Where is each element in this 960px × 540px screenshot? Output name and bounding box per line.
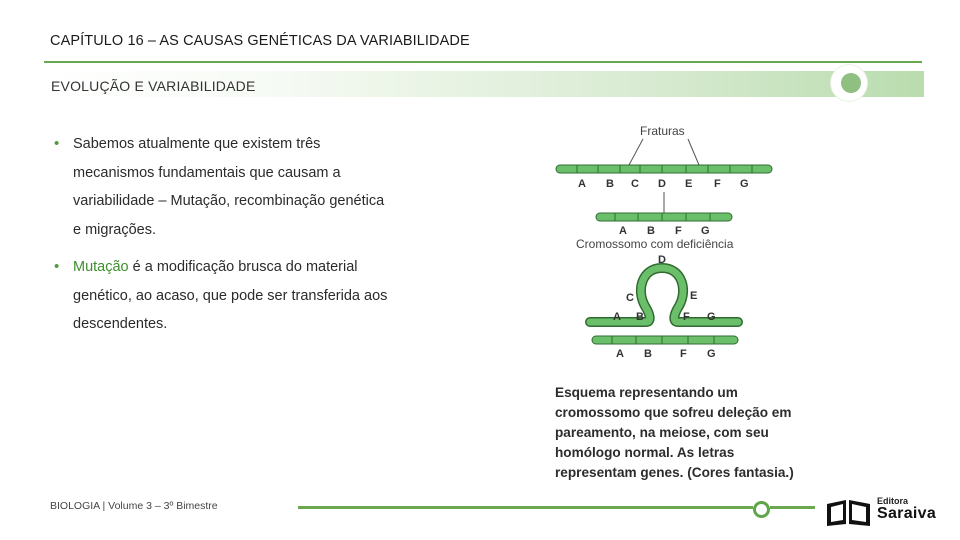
bullet-1-line-4: e migrações. <box>73 221 157 238</box>
gene-label: B <box>644 348 652 360</box>
fraturas-label: Fraturas <box>640 124 685 138</box>
caption-deletion-term: deleção <box>717 405 769 420</box>
caption-line-2: cromossomo que sofreu deleção em <box>555 405 792 420</box>
book-icon <box>827 500 870 526</box>
section-title: EVOLUÇÃO E VARIABILIDADE <box>51 78 256 94</box>
gene-label: A <box>613 311 621 323</box>
caption-line-1: Esquema representando um <box>555 385 738 400</box>
caption-line-5: representam genes. (Cores fantasia.) <box>555 465 794 480</box>
gene-label: C <box>626 292 634 304</box>
bullet-1-line-2: mecanismos fundamentais que causam a <box>73 164 341 181</box>
bullet-marker: • <box>54 258 60 275</box>
bullet-marker: • <box>54 135 60 152</box>
bullet-2-line-3: descendentes. <box>73 316 168 332</box>
footer-ring-icon <box>753 501 770 518</box>
gene-label: G <box>701 225 710 237</box>
gene-label: F <box>675 225 682 237</box>
gene-label: F <box>680 348 687 360</box>
figure-caption: Esquema representando um cromossomo que … <box>555 383 805 483</box>
bullet-2-line-1: Mutação é a modificação brusca do materi… <box>73 253 473 282</box>
header-rule <box>44 61 922 63</box>
saraiva-logo: Editora Saraiva <box>824 494 942 528</box>
footer-line-right <box>770 506 815 509</box>
bullet-1-line-1: Sabemos atualmente que existem três <box>73 136 321 152</box>
logo-name-text: Saraiva <box>877 505 937 522</box>
deficiency-label: Cromossomo com deficiência <box>576 237 734 251</box>
chromosome-2 <box>595 212 733 222</box>
gene-label: F <box>714 178 721 190</box>
gene-label: G <box>707 348 716 360</box>
caption-line-3: pareamento, na meiose, com seu <box>555 425 769 440</box>
section-dot-icon <box>841 73 861 93</box>
gene-label: A <box>578 178 586 190</box>
gene-label: B <box>647 225 655 237</box>
section-band <box>44 71 924 97</box>
gene-label: F <box>683 311 690 323</box>
caption-line-4: homólogo normal. As letras <box>555 445 735 460</box>
gene-label: A <box>616 348 624 360</box>
gene-label: E <box>690 290 697 302</box>
gene-label: A <box>619 225 627 237</box>
gene-label: G <box>707 311 716 323</box>
highlight-term: Mutação <box>73 259 129 275</box>
chromosome-1 <box>555 164 773 174</box>
chromosome-deletion-figure: Fraturas A B C D E F G A B F G Cromossom… <box>555 124 773 360</box>
chapter-title: CAPÍTULO 16 – AS CAUSAS GENÉTICAS DA VAR… <box>50 33 470 49</box>
footer-text: BIOLOGIA | Volume 3 – 3º Bimestre <box>50 500 218 512</box>
gene-label: G <box>740 178 749 190</box>
footer-line <box>298 506 753 509</box>
bullet-1: • Sabemos atualmente que existem três me… <box>54 130 473 244</box>
bullet-2: • Mutação é a modificação brusca do mate… <box>54 253 473 339</box>
bullet-2-line-1-rest: é a modificação brusca do material <box>128 259 358 275</box>
gene-label: C <box>631 178 639 190</box>
chromosome-normal <box>591 335 739 345</box>
bullet-1-line-3: variabilidade – Mutação, recombinação ge… <box>73 193 385 209</box>
bullet-2-line-2: genético, ao acaso, que pode ser transfe… <box>73 287 388 304</box>
gene-label: D <box>658 254 666 266</box>
gene-label: D <box>658 178 666 190</box>
gene-label: B <box>606 178 614 190</box>
gene-label: B <box>636 311 644 323</box>
gene-label: E <box>685 178 692 190</box>
logo-editora-text: Editora <box>877 496 909 506</box>
